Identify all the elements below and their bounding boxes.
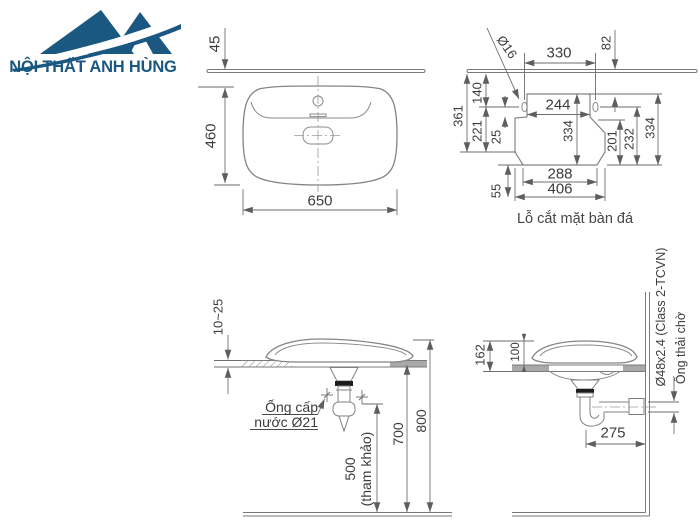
basin-outline <box>242 85 398 186</box>
dim-front-margin: 55 <box>488 183 504 199</box>
supply-pipe-label-line2: nước Ø21 <box>250 415 318 430</box>
basin-inner-deck <box>250 101 372 119</box>
dim-supply-height: 500 <box>342 457 358 481</box>
dim-right-depth-outer: 334 <box>642 117 658 139</box>
cutout-drawing <box>460 27 698 201</box>
centerlines <box>294 76 342 192</box>
basin-side-profile <box>531 340 638 364</box>
basin-side-inner-rim <box>539 344 633 357</box>
dim-right-depth-mid: 232 <box>621 128 637 150</box>
wall-line <box>206 69 426 73</box>
dim-tap-clearance: 25 <box>488 129 504 145</box>
dim-counter-thickness: 10~25 <box>210 298 226 336</box>
dim-notch-width: 244 <box>545 96 571 114</box>
side-elevation-drawing <box>483 292 679 517</box>
front-elevation-drawing <box>214 335 452 517</box>
cutout-outline <box>514 93 606 166</box>
dim-trap-to-wall: 275 <box>600 424 626 442</box>
dim-tap-hole-depth: 140 <box>469 82 485 104</box>
basin-front-inner-rim <box>274 342 407 356</box>
dim-rim-height: 800 <box>413 409 429 433</box>
counter-hatch-left <box>241 361 292 367</box>
counter-edge-line <box>466 69 698 73</box>
front-elevation-dimensions <box>214 335 434 513</box>
overflow-channel <box>599 371 615 375</box>
dim-cut-width-inner: 288 <box>547 165 573 183</box>
brand-logo-icon <box>12 10 181 72</box>
waste-pipe-label: Ống thải chờ <box>674 311 688 385</box>
tailpiece <box>329 367 359 433</box>
dim-rim-to-counter-bottom: 162 <box>472 344 488 366</box>
basin-front-profile <box>265 338 414 363</box>
dim-total-depth: 361 <box>450 105 466 127</box>
supply-point-symbols <box>321 388 368 404</box>
dim-rim-above-counter: 100 <box>510 342 522 362</box>
dim-cut-width-outer: 406 <box>547 180 573 198</box>
cutout-caption: Lỗ cắt mặt bàn đá <box>516 211 634 227</box>
dim-edge-offset: 82 <box>598 35 614 51</box>
cutout-dimensions <box>460 27 662 201</box>
p-trap <box>569 379 645 427</box>
tap-hole-left <box>521 101 528 113</box>
dim-cut-depth-center: 334 <box>560 120 576 142</box>
dim-supply-note: (tham khảo) <box>358 431 374 507</box>
dim-tap-to-front: 221 <box>469 120 485 142</box>
top-view-dimensions <box>198 28 398 215</box>
dim-tap-hole-span: 330 <box>546 44 572 62</box>
dim-counter-height: 700 <box>390 422 406 446</box>
supply-pipe-label-line1: Ống cấp <box>262 400 318 415</box>
brand-name: NỘI THẤT ANH HÙNG <box>9 58 177 76</box>
counter-section-right <box>390 361 427 367</box>
counter-section-left <box>512 365 549 371</box>
top-view-drawing <box>198 28 426 215</box>
drain-pipe-spec-label: Ø48x2.4 (Class 2-TCVN) <box>654 247 668 387</box>
counter-section-right2 <box>623 365 645 371</box>
tap-hole-right <box>592 101 599 113</box>
dim-width: 650 <box>307 192 333 210</box>
dim-right-depth-inner: 201 <box>604 130 620 152</box>
dim-wall-offset: 45 <box>206 35 224 53</box>
side-elevation-dimensions <box>483 333 679 448</box>
basin-underside <box>549 371 621 381</box>
dim-depth: 460 <box>202 123 220 149</box>
